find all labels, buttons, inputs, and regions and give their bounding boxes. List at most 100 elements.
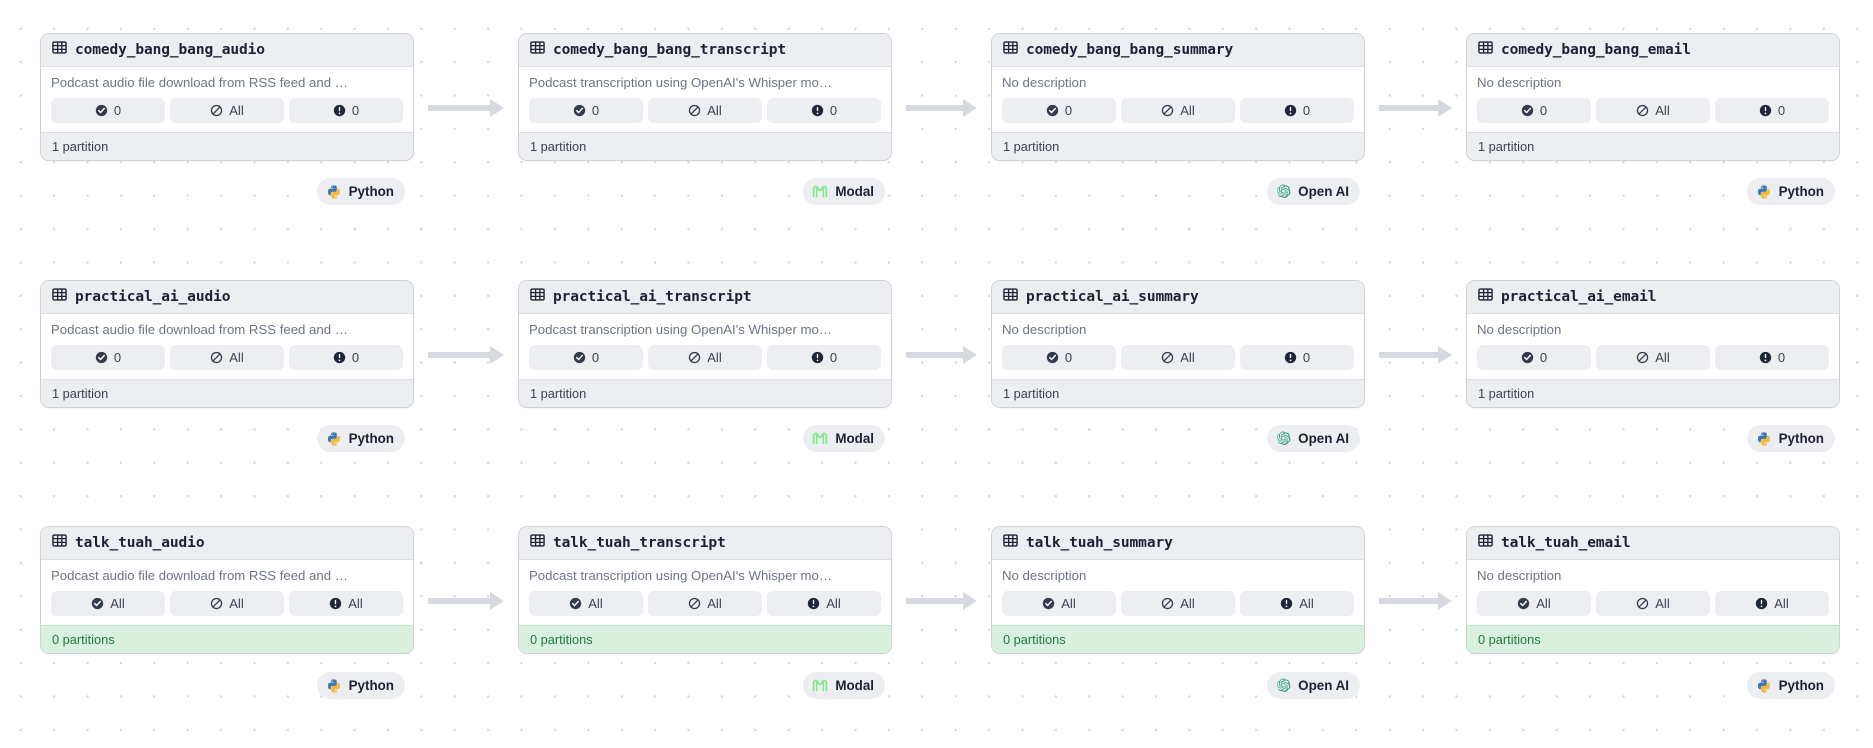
asset-node-footer: 1 partition [519,379,891,407]
node-stat-failures-value: All [1299,596,1314,611]
node-stat-failures[interactable]: All [289,591,403,616]
asset-node-title: practical_ai_summary [1026,289,1199,305]
compute-kind-label: Python [1778,678,1824,693]
table-icon [52,40,67,60]
node-stat-checks[interactable]: All [51,591,165,616]
node-stat-checks[interactable]: 0 [529,345,643,370]
node-stat-failures[interactable]: 0 [289,98,403,123]
partition-count: 0 partitions [52,632,115,647]
asset-node-description: Podcast transcription using OpenAI's Whi… [529,75,833,90]
asset-node-description: Podcast transcription using OpenAI's Whi… [529,322,833,337]
node-stat-failures[interactable]: All [767,591,881,616]
node-stat-failures[interactable]: All [1240,591,1354,616]
asset-node-description: No description [1002,568,1087,583]
node-stat-checks[interactable]: All [1477,591,1591,616]
node-stat-blocked[interactable]: All [170,98,284,123]
node-stat-blocked[interactable]: All [1596,98,1710,123]
node-stat-failures[interactable]: 0 [1240,345,1354,370]
compute-kind-badge[interactable]: Modal [803,425,885,452]
node-stat-checks-value: 0 [1539,350,1548,365]
asset-node-header[interactable]: practical_ai_transcript [519,281,891,314]
asset-node-body: Podcast audio file download from RSS fee… [41,67,413,132]
asset-node-header[interactable]: talk_tuah_summary [992,527,1364,560]
node-stat-failures[interactable]: 0 [289,345,403,370]
asset-node-header[interactable]: talk_tuah_audio [41,527,413,560]
node-stat-failures-value: 0 [829,350,838,365]
blocked-circle-icon [1161,104,1174,117]
compute-kind-label: Open AI [1298,678,1349,693]
table-icon [530,40,545,60]
compute-kind-badge[interactable]: Open AI [1267,425,1360,452]
asset-node-header[interactable]: comedy_bang_bang_audio [41,34,413,67]
asset-node-header[interactable]: talk_tuah_transcript [519,527,891,560]
asset-node-header[interactable]: practical_ai_audio [41,281,413,314]
node-stat-blocked[interactable]: All [1121,591,1235,616]
compute-kind-badge[interactable]: Open AI [1267,178,1360,205]
node-stat-blocked[interactable]: All [648,591,762,616]
node-stat-blocked[interactable]: All [648,345,762,370]
partition-count: 0 partitions [530,632,593,647]
asset-node-header[interactable]: practical_ai_email [1467,281,1839,314]
node-stat-checks-value: All [1061,596,1076,611]
asset-node-header[interactable]: talk_tuah_email [1467,527,1839,560]
node-stat-blocked[interactable]: All [170,345,284,370]
node-stat-failures-value: 0 [829,103,838,118]
node-stat-failures[interactable]: 0 [767,98,881,123]
node-stat-blocked[interactable]: All [1596,345,1710,370]
compute-kind-badge[interactable]: Modal [803,178,885,205]
modal-logo-icon [812,431,828,446]
node-stat-failures-value: 0 [351,103,360,118]
table-icon [530,287,545,307]
compute-kind-badge[interactable]: Python [1746,672,1835,699]
compute-kind-badge[interactable]: Python [316,672,405,699]
compute-kind-badge[interactable]: Python [1746,178,1835,205]
node-stat-failures[interactable]: 0 [1240,98,1354,123]
node-stat-checks[interactable]: 0 [51,345,165,370]
asset-node-header[interactable]: practical_ai_summary [992,281,1364,314]
node-stat-blocked[interactable]: All [170,591,284,616]
node-stat-failures[interactable]: 0 [1715,98,1829,123]
asset-node-header[interactable]: comedy_bang_bang_email [1467,34,1839,67]
node-stat-blocked[interactable]: All [1596,591,1710,616]
asset-node-header[interactable]: comedy_bang_bang_summary [992,34,1364,67]
compute-kind-badge[interactable]: Python [1746,425,1835,452]
node-stat-failures[interactable]: All [1715,591,1829,616]
compute-kind-badge[interactable]: Python [316,425,405,452]
node-stat-checks[interactable]: All [1002,591,1116,616]
table-icon [52,533,67,553]
compute-kind-badge[interactable]: Modal [803,672,885,699]
node-stat-blocked[interactable]: All [1121,98,1235,123]
node-stat-checks[interactable]: 0 [529,98,643,123]
compute-kind-badge[interactable]: Open AI [1267,672,1360,699]
node-stat-checks[interactable]: All [529,591,643,616]
node-stat-failures-value: 0 [1302,103,1311,118]
node-stat-failures[interactable]: 0 [767,345,881,370]
node-stat-checks[interactable]: 0 [1002,98,1116,123]
alert-circle-icon [1284,104,1297,117]
node-stat-failures[interactable]: 0 [1715,345,1829,370]
node-stat-blocked-value: All [229,103,244,118]
node-stat-checks[interactable]: 0 [1477,345,1591,370]
node-stat-blocked[interactable]: All [648,98,762,123]
compute-kind-badge[interactable]: Python [316,178,405,205]
node-stat-checks[interactable]: 0 [51,98,165,123]
node-stat-blocked[interactable]: All [1121,345,1235,370]
node-stat-checks[interactable]: 0 [1002,345,1116,370]
node-stat-checks[interactable]: 0 [1477,98,1591,123]
asset-node-header[interactable]: comedy_bang_bang_transcript [519,34,891,67]
